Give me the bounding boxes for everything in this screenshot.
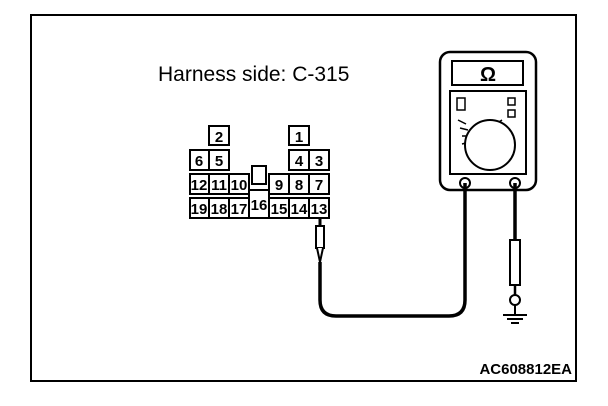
pin-label: 3 <box>315 153 323 170</box>
pin-label: 13 <box>311 201 328 218</box>
pin-label: 15 <box>271 201 288 218</box>
connector-pin-labels: 2 1 6 5 4 3 12 11 10 9 8 7 19 18 17 16 1… <box>191 129 328 218</box>
clip-icon <box>509 294 521 306</box>
pin-label: 8 <box>295 177 303 194</box>
pin-label: 17 <box>231 201 248 218</box>
pin-label: 14 <box>291 201 308 218</box>
connector-pin-box <box>228 173 250 195</box>
connector-pin-box <box>248 189 270 219</box>
connector-pin-box <box>308 149 330 171</box>
connector-pin-box <box>288 125 310 146</box>
pin-label: 9 <box>275 177 283 194</box>
pin-label: 7 <box>315 177 323 194</box>
ground-icon <box>503 314 527 324</box>
multimeter <box>438 50 538 192</box>
connector-pin-box <box>208 125 230 146</box>
pin-label: 19 <box>191 201 208 218</box>
pin-label: 1 <box>295 129 303 146</box>
pin-label: 2 <box>215 129 223 146</box>
pin-label: 18 <box>211 201 228 218</box>
pin-label: 11 <box>211 177 227 194</box>
connector-pin-box <box>208 149 230 171</box>
pin-label: 5 <box>215 153 223 170</box>
range-mark-icon <box>456 97 466 111</box>
ohm-symbol: Ω <box>480 64 496 86</box>
connector <box>189 125 330 219</box>
selector-dial-icon <box>464 119 516 171</box>
pin-label: 4 <box>295 153 304 170</box>
pin-label: 16 <box>251 197 268 214</box>
probe-body <box>509 239 521 286</box>
multimeter-display <box>451 60 524 86</box>
probe-body <box>315 225 325 249</box>
figure-code: AC608812EA <box>479 361 572 378</box>
pin-label: 6 <box>195 153 203 170</box>
pin-label: 12 <box>191 177 208 194</box>
range-mark-icon <box>507 109 516 118</box>
pin-label: 10 <box>231 177 248 194</box>
lead-wire <box>318 183 467 318</box>
test-leads <box>315 183 521 318</box>
connector-pin-box <box>308 173 330 195</box>
range-mark-icon <box>507 97 516 106</box>
connector-key <box>251 165 267 185</box>
diagram-frame <box>30 14 577 382</box>
harness-title: Harness side: C-315 <box>158 63 350 86</box>
